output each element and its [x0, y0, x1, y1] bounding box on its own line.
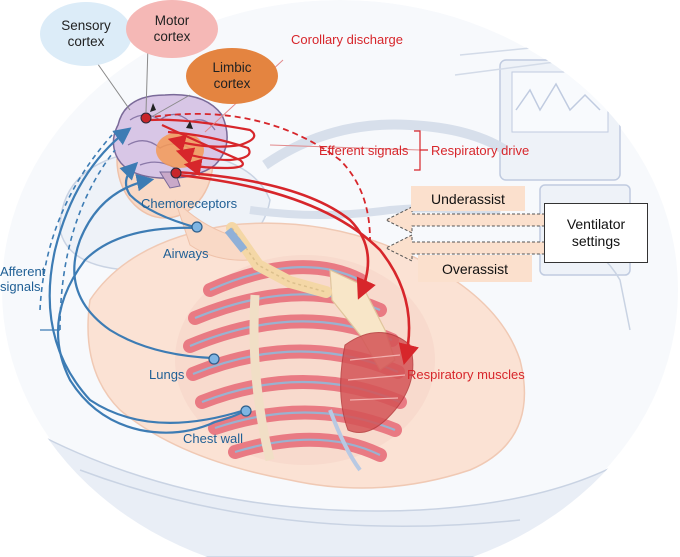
overassist-label: Overassist: [441, 260, 509, 277]
ventilator-settings-box: Ventilator settings: [544, 203, 648, 263]
airways-label: Airways: [163, 246, 209, 261]
respiratory-drive-label: Respiratory drive: [431, 143, 530, 158]
efferent-arrows: [144, 59, 421, 366]
ventilator-settings-line2: settings: [571, 233, 621, 249]
lungs-label: Lungs: [149, 367, 185, 382]
airways-trachea: [224, 222, 332, 298]
motor-node: [140, 112, 152, 124]
respiratory-muscles-shape: [340, 332, 414, 433]
limbic-cortex-line1: Limbic: [212, 59, 252, 75]
limbic-cortex-line2: cortex: [213, 76, 251, 91]
sensory-cortex-line1: Sensory: [61, 17, 111, 33]
afferent-signals-line1: Afferent: [0, 264, 46, 279]
underassist-box: Underassist: [411, 186, 525, 211]
afferent-arrows: [39, 127, 246, 434]
overassist-box: Overassist: [418, 255, 532, 282]
motor-cortex-bubble: Motor cortex: [126, 0, 218, 58]
lungs-receptor-dot: [208, 353, 220, 365]
sensory-cortex-line2: cortex: [67, 34, 105, 49]
airways-receptor-dot: [191, 221, 203, 233]
motor-cortex-line2: cortex: [153, 29, 191, 44]
limbic-cortex-bubble: Limbic cortex: [186, 48, 278, 104]
motor-cortex-line1: Motor: [154, 12, 190, 28]
respiratory-drive-bracket: [414, 130, 428, 171]
underassist-label: Underassist: [431, 190, 505, 207]
afferent-signals-label: Afferent signals: [0, 264, 46, 295]
chest-wall-receptor-dot: [240, 405, 252, 417]
brainstem-node: [170, 167, 182, 179]
efferent-signals-label: Efferent signals: [319, 143, 409, 158]
afferent-signals-line2: signals: [0, 278, 41, 294]
chemoreceptors-label: Chemoreceptors: [141, 196, 238, 211]
ventilator-settings-line1: Ventilator: [566, 215, 626, 232]
respiratory-muscles-label: Respiratory muscles: [407, 367, 525, 382]
sensory-cortex-bubble: Sensory cortex: [40, 2, 132, 66]
assist-arrows: [384, 206, 546, 262]
chest-wall-label: Chest wall: [183, 431, 243, 446]
corollary-discharge-label: Corollary discharge: [291, 32, 403, 47]
